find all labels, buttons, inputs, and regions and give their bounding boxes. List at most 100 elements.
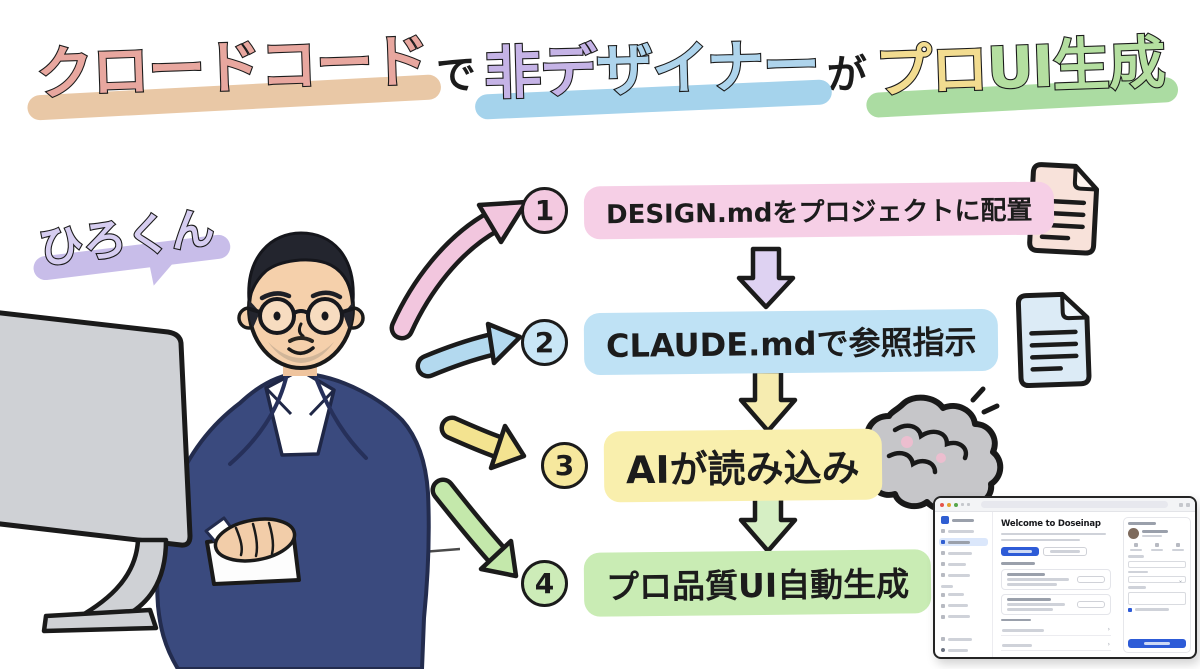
stat — [1130, 543, 1142, 551]
textarea-input — [1128, 591, 1186, 605]
button-label-placeholder — [1144, 642, 1170, 645]
hair — [247, 231, 355, 304]
text-placeholder — [1172, 548, 1184, 551]
step-3-number: 3 — [541, 442, 588, 489]
text-placeholder — [1007, 583, 1057, 586]
text-placeholder — [948, 562, 966, 566]
eye — [273, 311, 281, 321]
button-label-placeholder — [1008, 550, 1032, 553]
lapel-lines — [228, 376, 368, 466]
stat-icon — [1176, 543, 1180, 547]
browser-content: Welcome to Doseinap — [935, 512, 1195, 657]
step-3-label: AIが読み込み — [603, 428, 882, 503]
connector-arrow-step3 — [439, 415, 527, 471]
stat — [1172, 543, 1184, 551]
text-placeholder — [1001, 533, 1106, 536]
text-placeholder — [1007, 603, 1065, 606]
stat-icon — [1155, 543, 1159, 547]
text-placeholder — [948, 551, 972, 555]
text-placeholder — [1130, 548, 1142, 551]
section-label-placeholder — [1001, 618, 1031, 621]
monitor — [0, 310, 193, 634]
profile-card: ⌄ — [1123, 517, 1191, 653]
person-at-computer-illustration — [0, 231, 460, 669]
nav-icon — [941, 573, 945, 577]
chevron-right-icon: › — [1107, 626, 1110, 633]
text-placeholder — [1007, 608, 1053, 611]
text-placeholder — [948, 615, 970, 618]
step-1-number: 1 — [521, 187, 568, 234]
step-4-number: 4 — [521, 559, 568, 607]
sidebar-item — [939, 527, 988, 535]
traffic-light-zoom-icon — [954, 502, 958, 507]
chevron-right-icon: › — [1107, 641, 1110, 648]
chevron-down-icon: ⌄ — [1177, 576, 1183, 584]
select-input: ⌄ — [1128, 576, 1186, 583]
nav-icon — [941, 529, 945, 533]
beard-stubble — [268, 342, 334, 363]
nav-icon — [941, 551, 945, 555]
sidebar-item — [939, 560, 988, 568]
secondary-button — [1043, 547, 1087, 557]
field-label-placeholder — [1128, 570, 1148, 573]
title-text: プロ — [873, 35, 989, 107]
suit-jacket — [155, 373, 431, 669]
nav-icon — [941, 562, 945, 566]
share-icon — [1179, 502, 1183, 507]
text-placeholder — [948, 573, 970, 577]
generated-ui-preview: Welcome to Doseinap — [933, 496, 1197, 659]
eye — [321, 311, 329, 321]
tabs-icon — [1186, 502, 1190, 507]
down-arrow-step1-step2 — [736, 246, 796, 310]
text-placeholder — [948, 637, 972, 641]
nav-icon — [941, 540, 945, 544]
app-logo — [941, 516, 949, 524]
sidebar-item — [939, 571, 988, 579]
text-placeholder — [1134, 608, 1169, 611]
traffic-light-close-icon — [940, 502, 944, 507]
stat-icon — [1134, 543, 1138, 547]
spacer — [939, 624, 988, 633]
preview-sidebar — [935, 512, 993, 657]
preview-list-row: › — [1001, 640, 1111, 651]
claude-document-icon — [1015, 291, 1092, 389]
title-particle: で — [435, 52, 476, 98]
text-placeholder — [948, 648, 968, 652]
step-1: 1 DESIGN.mdをプロジェクトに配置 — [521, 181, 1055, 240]
sidebar-item — [939, 613, 988, 621]
sidebar-item — [939, 549, 988, 557]
title-word-claude-code: クロードコード — [26, 15, 442, 121]
text-placeholder — [1128, 522, 1156, 525]
text-placeholder — [1007, 597, 1051, 601]
text-placeholder — [1142, 529, 1168, 533]
text-placeholder — [948, 540, 970, 544]
step-1-label: DESIGN.mdをプロジェクトに配置 — [583, 181, 1055, 240]
nav-icon — [941, 637, 945, 641]
text-placeholder — [1151, 548, 1163, 551]
mustache — [288, 336, 314, 343]
field-label-placeholder — [1128, 555, 1144, 558]
smile — [287, 346, 315, 355]
text-placeholder — [948, 604, 968, 607]
sidebar-item — [939, 635, 988, 643]
section-label-placeholder — [941, 585, 953, 588]
card-text — [1007, 572, 1069, 586]
title-text: ザイナー — [594, 32, 821, 106]
step-2-label: CLAUDE.mdで参照指示 — [583, 308, 999, 376]
profile-row — [1128, 528, 1186, 539]
title-word-non-designer: 非デザイナー — [474, 20, 833, 120]
button-row — [1001, 547, 1111, 557]
down-arrow-step2-step3 — [738, 368, 798, 434]
card-text — [1007, 597, 1065, 611]
text-placeholder — [948, 593, 964, 596]
man-illustration — [155, 231, 431, 669]
checkbox — [1128, 607, 1132, 612]
fingers — [234, 521, 275, 558]
nav-icon — [941, 614, 945, 619]
traffic-light-minimize-icon — [947, 502, 951, 507]
address-bar — [981, 501, 1168, 508]
nav-icon — [941, 603, 945, 608]
nav-icon — [941, 592, 945, 597]
title-text: クロードコード — [34, 27, 430, 109]
step-2: 2 CLAUDE.mdで参照指示 — [521, 308, 999, 376]
